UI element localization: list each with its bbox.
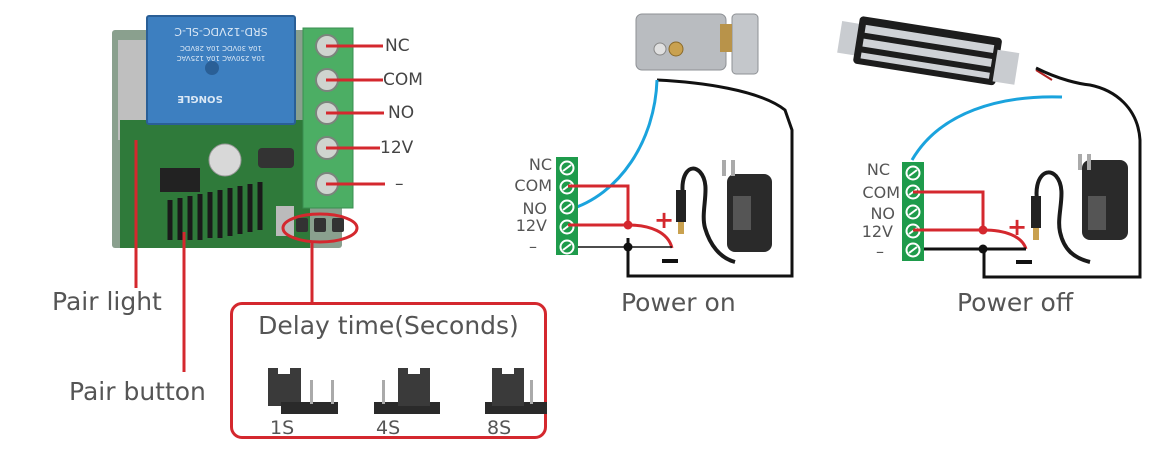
svg-text:10A 250VAC 10A 125VAC: 10A 250VAC 10A 125VAC bbox=[177, 54, 266, 62]
jumper-highlight-ellipse bbox=[281, 212, 359, 244]
terminal-label-12v: 12V bbox=[380, 138, 414, 158]
terminal-label-neg: – bbox=[395, 174, 404, 194]
terminal-label-nc: NC bbox=[385, 36, 410, 56]
junction-dot bbox=[623, 242, 633, 252]
jumper-option-4s: 4S bbox=[376, 417, 401, 439]
antenna-coil bbox=[167, 182, 263, 240]
junction-dot bbox=[623, 220, 633, 230]
power-off-label-no: NO bbox=[870, 204, 895, 223]
power-on-label-neg: – bbox=[529, 237, 537, 256]
power-off-caption: Power off bbox=[957, 288, 1074, 317]
power-on-caption: Power on bbox=[621, 288, 736, 317]
pair-button-label: Pair button bbox=[69, 377, 206, 406]
lock-black-wire bbox=[626, 78, 794, 278]
power-on-diagram bbox=[556, 13, 794, 278]
jumper-option-8s: 8S bbox=[487, 417, 512, 439]
svg-text:10A 30VDC 10A 28VDC: 10A 30VDC 10A 28VDC bbox=[180, 44, 262, 52]
power-adapter-icon bbox=[1031, 154, 1128, 264]
jumper-8s bbox=[485, 368, 547, 414]
power-off-label-com: COM bbox=[862, 183, 900, 202]
capacitor bbox=[208, 143, 242, 177]
magnetic-lock-icon bbox=[837, 16, 1020, 86]
svg-text:SONGLE: SONGLE bbox=[177, 93, 223, 104]
relay-model-text: SRD-12VDC-SL-C bbox=[174, 25, 268, 38]
terminal-label-no: NO bbox=[388, 103, 415, 123]
maglock-blue-wire bbox=[910, 95, 1063, 161]
power-on-minus-sign bbox=[662, 259, 678, 263]
power-on-label-no: NO bbox=[522, 199, 547, 218]
junction-dot bbox=[978, 244, 988, 254]
power-off-minus-sign bbox=[1016, 260, 1032, 264]
junction-dot bbox=[978, 225, 988, 235]
com-red-wire bbox=[913, 190, 985, 230]
jumper-4s bbox=[374, 368, 440, 414]
lock-blue-wire bbox=[567, 79, 659, 212]
jumper-1s bbox=[268, 368, 338, 414]
maglock-black-wire bbox=[982, 66, 1142, 279]
power-off-label-neg: – bbox=[876, 242, 884, 261]
delay-title: Delay time(Seconds) bbox=[258, 311, 519, 340]
terminal-label-com: COM bbox=[383, 70, 423, 90]
power-adapter-icon bbox=[676, 160, 772, 264]
power-on-plus-sign: + bbox=[654, 206, 675, 234]
jumper-option-1s: 1S bbox=[270, 417, 295, 439]
com-red-wire bbox=[568, 184, 630, 225]
terminal-pointer-lines bbox=[326, 44, 385, 186]
relay-block bbox=[146, 15, 296, 125]
jumper-illustrations bbox=[268, 368, 547, 414]
delay-time-panel: Delay time(Seconds) 1S 4S 8S bbox=[230, 302, 547, 439]
power-on-label-12v: 12V bbox=[515, 216, 547, 235]
power-off-label-nc: NC bbox=[866, 160, 890, 179]
power-off-plus-sign: + bbox=[1007, 213, 1028, 241]
relay-module-photo: SRD-12VDC-SL-C 10A 30VDC 10A 28VDC 10A 2… bbox=[112, 15, 354, 248]
power-off-label-12v: 12V bbox=[861, 222, 893, 241]
pair-light-label: Pair light bbox=[52, 287, 162, 316]
jumper-pins bbox=[296, 218, 344, 232]
power-on-label-nc: NC bbox=[528, 155, 552, 174]
power-on-label-com: COM bbox=[514, 176, 552, 195]
electric-lock-icon bbox=[635, 13, 759, 75]
power-off-diagram bbox=[837, 16, 1142, 279]
